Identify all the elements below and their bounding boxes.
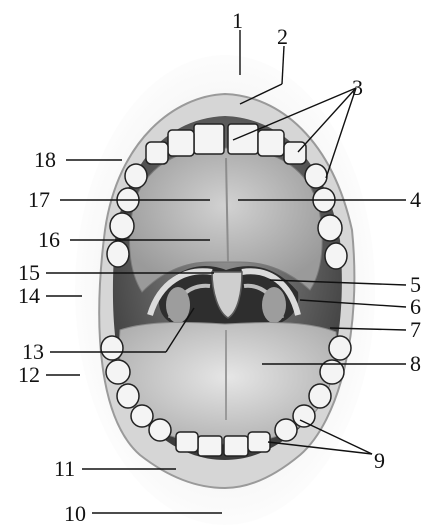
upper-incisor [168,130,194,156]
upper-molar [107,241,129,267]
label-2: 2 [277,24,288,49]
label-11: 11 [54,456,75,481]
upper-incisor [258,130,284,156]
lower-incisor [198,436,222,456]
lower-premolar [293,405,315,427]
upper-molar [110,213,134,239]
upper-canine [146,142,168,164]
upper-incisor [194,124,224,154]
label-16: 16 [38,227,60,252]
label-4: 4 [410,187,421,212]
upper-premolar [305,164,327,188]
label-14: 14 [18,283,40,308]
lower-incisor [176,432,198,452]
lower-molar [101,336,123,360]
tonsil-right [262,287,286,323]
upper-molar [318,215,342,241]
lower-molar [329,336,351,360]
lower-incisor [248,432,270,452]
upper-premolar [125,164,147,188]
lower-molar [106,360,130,384]
label-3: 3 [352,75,363,100]
upper-canine [284,142,306,164]
lower-premolar [131,405,153,427]
label-12: 12 [18,362,40,387]
label-9: 9 [374,448,385,473]
lower-premolar [117,384,139,408]
tonsil-left [166,287,190,323]
lower-premolar [309,384,331,408]
label-1: 1 [232,8,243,33]
upper-molar [325,243,347,269]
label-6: 6 [410,294,421,319]
lower-canine [149,419,171,441]
label-17: 17 [28,187,50,212]
label-18: 18 [34,147,56,172]
label-13: 13 [22,339,44,364]
lower-incisor [224,436,248,456]
lower-canine [275,419,297,441]
label-7: 7 [410,317,421,342]
label-15: 15 [18,260,40,285]
label-8: 8 [410,351,421,376]
upper-incisor [228,124,258,154]
label-10: 10 [64,501,86,525]
